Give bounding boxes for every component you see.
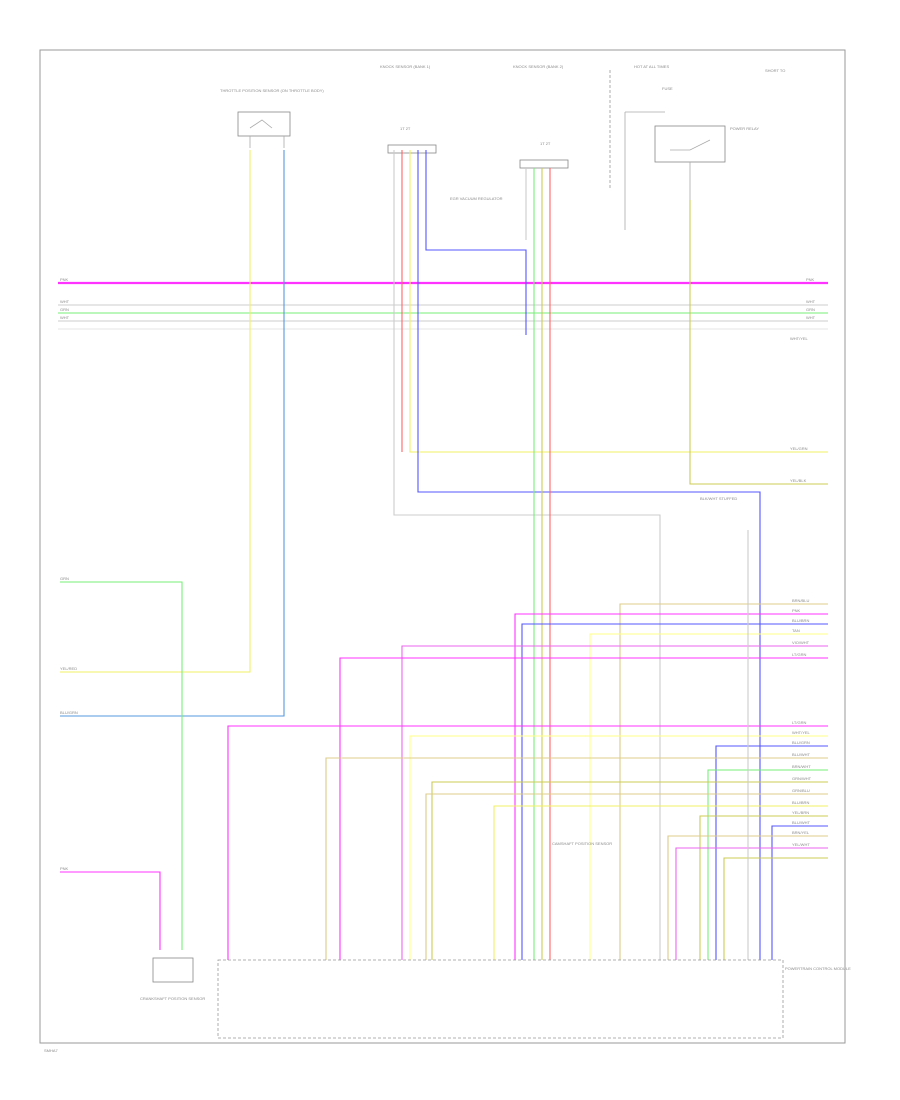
bus-label-right-2: WHT xyxy=(806,299,816,304)
crankshaft-sensor: CRANKSHAFT POSITION SENSOR xyxy=(140,957,205,1001)
diagram-frame xyxy=(39,49,846,1044)
horizontal-buses: PNK WHT GRN WHT PNK WHT GRN WHT WHT/YEL xyxy=(58,277,828,341)
bus-label-right-5: WHT/YEL xyxy=(790,336,809,341)
svg-text:BLU/BRN: BLU/BRN xyxy=(792,618,809,623)
svg-text:BLU/WHT: BLU/WHT xyxy=(792,820,811,825)
svg-text:YEL/RED: YEL/RED xyxy=(60,666,77,671)
bus-label-left-4: WHT xyxy=(60,315,70,320)
svg-text:YEL/BLK: YEL/BLK xyxy=(790,478,807,483)
svg-text:LT/GRN: LT/GRN xyxy=(792,720,806,725)
throttle-position-sensor: THROTTLE POSITION SENSOR (ON THROTTLE BO… xyxy=(220,88,324,148)
bus-label-right-4: WHT xyxy=(806,315,816,320)
left-wire-labels: GRN YEL/RED BLU/GRN PNK xyxy=(60,576,78,871)
knock-sensor-1-label: KNOCK SENSOR (BANK 1) xyxy=(380,64,431,69)
svg-text:YEL/BRN: YEL/BRN xyxy=(792,810,809,815)
hot-at-all-times-block: HOT AT ALL TIMES FUSE POWER RELAY SHORT … xyxy=(609,64,785,230)
svg-text:BLU/BRN: BLU/BRN xyxy=(792,800,809,805)
hot-label: HOT AT ALL TIMES xyxy=(634,64,669,69)
svg-text:LT/GRN: LT/GRN xyxy=(792,652,806,657)
knock-sensor-bank-2: KNOCK SENSOR (BANK 2) 1T 2T xyxy=(513,64,569,169)
svg-text:1T 2T: 1T 2T xyxy=(400,126,411,131)
svg-text:TAN: TAN xyxy=(792,628,800,633)
svg-text:BLU/GRN: BLU/GRN xyxy=(792,740,810,745)
svg-text:BLK/WHT STUFFED: BLK/WHT STUFFED xyxy=(700,496,737,501)
crank-sensor-label: CRANKSHAFT POSITION SENSOR xyxy=(140,996,205,1001)
svg-text:GRN/BLU: GRN/BLU xyxy=(792,788,810,793)
powertrain-control-module: POWERTRAIN CONTROL MODULE xyxy=(217,959,851,1039)
pcm-label: POWERTRAIN CONTROL MODULE xyxy=(785,966,851,971)
svg-text:BRN/BLU: BRN/BLU xyxy=(792,598,809,603)
knock-sensor-bank-1: KNOCK SENSOR (BANK 1) 1T 2T xyxy=(380,64,437,154)
egr-label: EGR VACUUM REGULATOR xyxy=(450,196,503,201)
svg-text:PNK: PNK xyxy=(792,608,801,613)
svg-text:YEL/WHT: YEL/WHT xyxy=(792,842,810,847)
svg-text:WHT/YEL: WHT/YEL xyxy=(792,730,811,735)
footer-code: SMHA7 xyxy=(44,1048,59,1053)
relay-label: POWER RELAY xyxy=(730,126,759,131)
svg-text:GRN: GRN xyxy=(60,576,69,581)
svg-text:PNK: PNK xyxy=(60,866,69,871)
svg-text:SHORT TO: SHORT TO xyxy=(765,68,785,73)
bus-label-left-1: PNK xyxy=(60,277,69,282)
svg-text:BLU/GRN: BLU/GRN xyxy=(60,710,78,715)
svg-text:BRN/WHT: BRN/WHT xyxy=(792,764,811,769)
svg-text:BRN/YEL: BRN/YEL xyxy=(792,830,810,835)
camshaft-sensor: CAMSHAFT POSITION SENSOR xyxy=(552,841,612,846)
knock-sensor-2-label: KNOCK SENSOR (BANK 2) xyxy=(513,64,564,69)
throttle-sensor-label: THROTTLE POSITION SENSOR (ON THROTTLE BO… xyxy=(220,88,324,93)
camshaft-sensor-label: CAMSHAFT POSITION SENSOR xyxy=(552,841,612,846)
svg-text:YEL/GRN: YEL/GRN xyxy=(790,446,808,451)
svg-text:BLU/WHT: BLU/WHT xyxy=(792,752,811,757)
svg-text:GRN/WHT: GRN/WHT xyxy=(792,776,812,781)
bus-label-right-1: PNK xyxy=(806,277,815,282)
svg-text:1T 2T: 1T 2T xyxy=(540,141,551,146)
wires xyxy=(60,150,828,960)
right-wire-labels: YEL/GRN YEL/BLK BLK/WHT STUFFED BRN/BLU … xyxy=(700,446,812,847)
bus-label-right-3: GRN xyxy=(806,307,815,312)
svg-text:VIO/WHT: VIO/WHT xyxy=(792,640,810,645)
fuse-label: FUSE xyxy=(662,86,673,91)
bus-label-left-2: WHT xyxy=(60,299,70,304)
bus-label-left-3: GRN xyxy=(60,307,69,312)
egr-module: EGR VACUUM REGULATOR xyxy=(450,196,503,201)
